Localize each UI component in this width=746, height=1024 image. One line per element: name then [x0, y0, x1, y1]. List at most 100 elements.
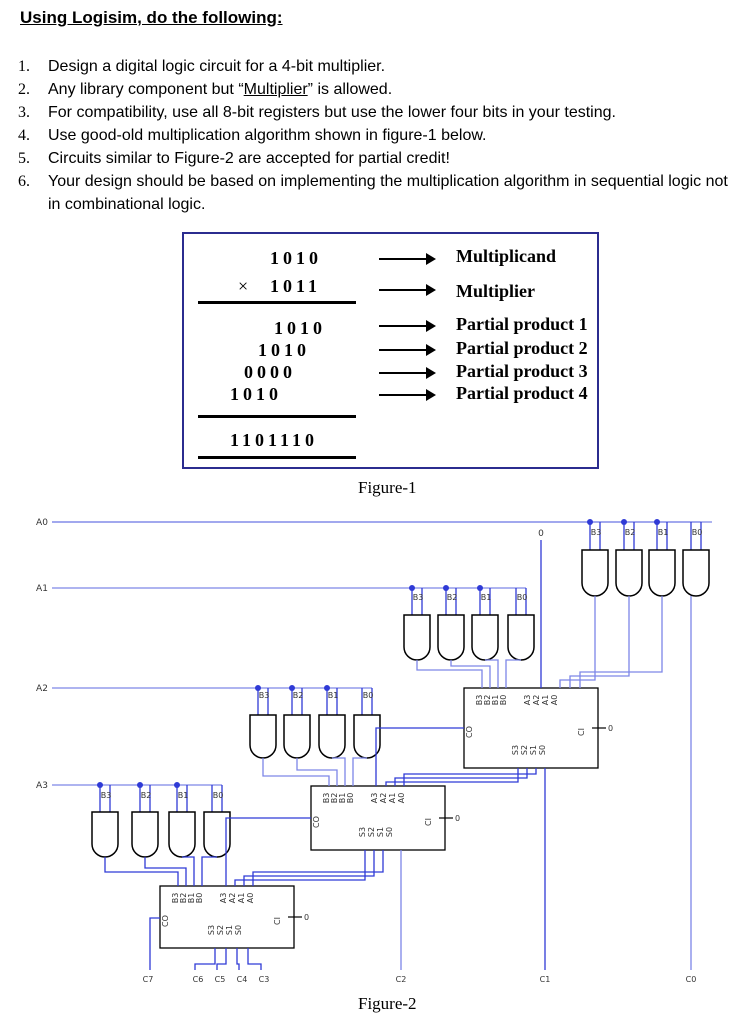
partial-product-3: 0000 [244, 362, 296, 382]
gate-label: B0 [213, 791, 224, 800]
page-heading: Using Logisim, do the following: [20, 8, 283, 27]
and-gate [283, 714, 311, 759]
output-label: C5 [215, 975, 226, 984]
item-text-pre: Any library component but “ [48, 81, 244, 98]
and-gate [168, 811, 196, 858]
wire [194, 948, 216, 970]
item-number: 1. [18, 58, 30, 75]
output-label: C2 [396, 975, 407, 984]
adder-co-pin: CO [312, 816, 321, 828]
adder-s-pin: S1 [225, 925, 234, 935]
gate-label: B0 [692, 528, 703, 537]
adder-s-pin: S2 [520, 745, 529, 755]
and-gate [507, 614, 535, 661]
output-label: C0 [686, 975, 697, 984]
adder-co-pin: CO [161, 915, 170, 927]
adder-a-pin: A1 [237, 893, 246, 904]
item-text: Design a digital logic circuit for a 4-b… [48, 58, 386, 75]
and-gate [353, 714, 381, 759]
gate-label: B2 [293, 691, 304, 700]
ci-zero: 0 [304, 913, 309, 922]
times-sign: × [238, 276, 249, 296]
label-multiplicand: Multiplicand [456, 246, 557, 266]
adder-s-pin: S2 [216, 925, 225, 935]
wire [243, 850, 375, 886]
adder-b-pin: B1 [491, 695, 500, 706]
output-label: C4 [237, 975, 248, 984]
gate-label: B1 [481, 593, 492, 602]
wire [104, 857, 179, 886]
wire [450, 660, 491, 688]
wire [225, 817, 311, 886]
adder-s-pin: S1 [376, 827, 385, 837]
adder-block [463, 687, 599, 769]
requirement-item: 3.For compatibility, use all 8-bit regis… [18, 101, 738, 124]
wire [201, 856, 217, 886]
requirements-list: 1. Design a digital logic circuit for a 4… [18, 55, 738, 216]
arrow-icon [379, 320, 436, 332]
wire [236, 948, 240, 970]
arrow-icon [379, 253, 436, 265]
adder-b-pin: B2 [483, 695, 492, 706]
adder-a-pin: A2 [379, 793, 388, 804]
gate-label: B2 [141, 791, 152, 800]
multiplier-link[interactable]: Multiplier [243, 81, 308, 98]
adder-s-pin: S0 [385, 827, 394, 837]
adder-s-pin: S3 [207, 925, 216, 935]
requirement-item: 1. Design a digital logic circuit for a 4… [18, 55, 738, 78]
adder-b-pin: B3 [171, 893, 180, 904]
arrow-icon [379, 284, 436, 296]
wire [505, 659, 521, 688]
figure1-box: 1010 × 1011 1010 1010 0000 1010 1101110 … [182, 232, 599, 469]
wire [485, 659, 499, 688]
output-label: C3 [259, 975, 270, 984]
adder-a-pin: A3 [523, 695, 532, 706]
gate-label: B1 [328, 691, 339, 700]
rule-line [198, 456, 356, 459]
label-partial-2: Partial product 2 [456, 338, 588, 358]
adder-b-pin: B0 [195, 893, 204, 904]
and-gate [471, 614, 499, 661]
zero-label: 0 [538, 529, 544, 539]
adder-a-pin: A3 [219, 893, 228, 904]
label-partial-4: Partial product 4 [456, 383, 588, 403]
adder-b-pin: B1 [338, 793, 347, 804]
partial-product-1: 1010 [274, 318, 326, 338]
partial-product-4: 1010 [230, 384, 282, 404]
and-gate [203, 811, 231, 858]
requirement-item: 2.Any library component but “Multiplier”… [18, 78, 738, 101]
and-gate [91, 811, 119, 858]
figure2-caption: Figure-2 [358, 994, 417, 1013]
and-gate [131, 811, 159, 858]
item-number: 3. [18, 104, 30, 121]
rule-line [198, 415, 356, 418]
item-text-post: ” is allowed. [307, 81, 393, 98]
adder-a-pin: A0 [246, 893, 255, 904]
adder-s-pin: S0 [234, 925, 243, 935]
wire [375, 727, 464, 786]
item-number: 6. [18, 173, 30, 190]
gate-label: B1 [178, 791, 189, 800]
wire [332, 757, 346, 786]
item-text: Circuits similar to Figure-2 are accepte… [48, 150, 450, 167]
input-label: A2 [36, 684, 48, 694]
gate-label: B3 [591, 528, 602, 537]
result-value: 1101110 [230, 430, 319, 450]
and-gate [249, 714, 277, 759]
and-gate [682, 549, 710, 597]
adder-a-pin: A0 [550, 695, 559, 706]
adder-a-pin: A1 [541, 695, 550, 706]
gate-label: B0 [517, 593, 528, 602]
gate-label: B3 [413, 593, 424, 602]
figure1-caption: Figure-1 [358, 478, 417, 497]
output-label: C1 [540, 975, 551, 984]
wire [182, 856, 195, 886]
requirement-item: 4.Use good-old multiplication algorithm … [18, 124, 738, 147]
wire [149, 917, 160, 970]
gate-label: B3 [101, 791, 112, 800]
gate-label: B2 [625, 528, 636, 537]
adder-s-pin: S1 [529, 745, 538, 755]
output-label: C7 [143, 975, 154, 984]
adder-s-pin: S3 [511, 745, 520, 755]
